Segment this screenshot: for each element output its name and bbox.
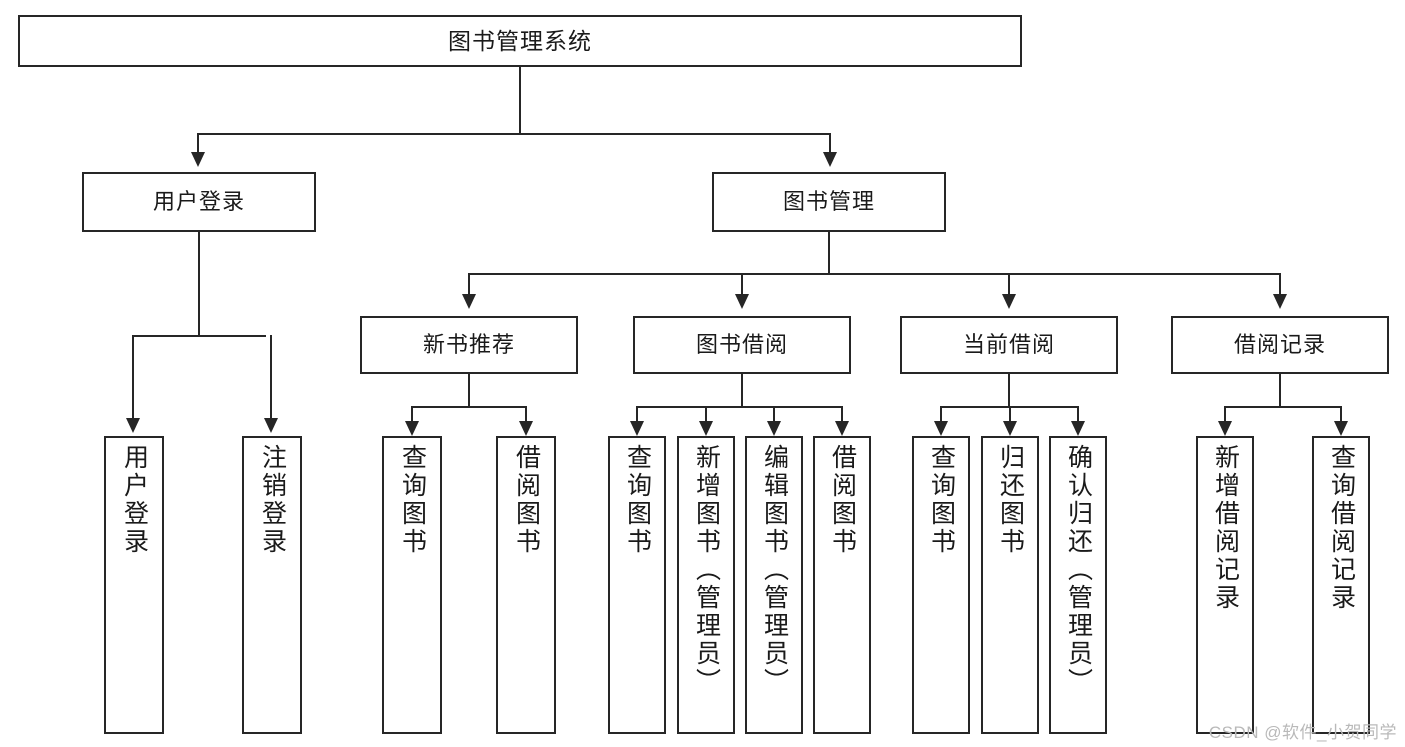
edge-bookmgmt-to-current [1008,273,1010,295]
edge-borrow-stem [741,374,743,407]
node-label: 编辑图书（管理员） [760,444,789,696]
node-current-borrow[interactable]: 当前借阅 [900,316,1118,374]
leaf-return-book[interactable]: 归还图书 [981,436,1039,734]
edge-current-to-leaf2 [1009,406,1011,422]
arrowhead-bookmgmt-to-borrow [735,294,749,309]
node-new-book-recommend[interactable]: 新书推荐 [360,316,578,374]
edge-current-to-leaf3 [1077,406,1079,422]
arrowhead-record-to-leaf1 [1218,421,1232,436]
node-label: 借阅记录 [1233,332,1326,358]
leaf-confirm-return-admin[interactable]: 确认归还（管理员） [1049,436,1107,734]
node-root-system[interactable]: 图书管理系统 [18,15,1022,67]
arrowhead-bookmgmt-to-current [1002,294,1016,309]
edge-bookmgmt-to-record [1279,273,1281,295]
edge-root-to-login [197,133,199,153]
edge-record-bus [1224,406,1341,408]
node-book-borrow[interactable]: 图书借阅 [633,316,851,374]
arrowhead-borrow-to-leaf4 [835,421,849,436]
edge-login-bus [132,335,266,337]
node-borrow-record[interactable]: 借阅记录 [1171,316,1389,374]
arrowhead-bookmgmt-to-new [462,294,476,309]
leaf-add-borrow-record[interactable]: 新增借阅记录 [1196,436,1254,734]
node-label: 确认归还（管理员） [1064,444,1093,696]
edge-bookmgmt-to-new [468,273,470,295]
leaf-query-book-recommend[interactable]: 查询图书 [382,436,442,734]
node-label: 新增图书（管理员） [692,444,721,696]
edge-borrow-to-leaf2 [705,406,707,422]
node-label: 查询图书 [623,444,652,556]
node-label: 注销登录 [258,444,287,556]
node-label: 新增借阅记录 [1211,444,1240,612]
node-label: 查询图书 [927,444,956,556]
edge-bookmgmt-bus [468,273,1280,275]
edge-recommend-bus [411,406,527,408]
edge-record-to-leaf1 [1224,406,1226,422]
edge-recommend-to-leaf2 [525,406,527,422]
leaf-user-login[interactable]: 用户登录 [104,436,164,734]
arrowhead-recommend-to-leaf2 [519,421,533,436]
node-label: 图书借阅 [695,332,788,358]
node-label: 借阅图书 [828,444,857,556]
edge-current-to-leaf1 [940,406,942,422]
edge-borrow-bus [636,406,843,408]
arrowhead-root-to-bookmgmt [823,152,837,167]
leaf-query-book-borrow[interactable]: 查询图书 [608,436,666,734]
edge-root-stem [519,67,521,134]
node-book-management[interactable]: 图书管理 [712,172,946,232]
edge-login-to-leaf2 [270,335,272,419]
arrowhead-record-to-leaf2 [1334,421,1348,436]
arrowhead-current-to-leaf3 [1071,421,1085,436]
node-label: 用户登录 [120,444,149,556]
arrowhead-current-to-leaf1 [934,421,948,436]
edge-record-to-leaf2 [1340,406,1342,422]
csdn-watermark: CSDN @软件_小贺同学 [1208,723,1397,742]
edge-borrow-to-leaf1 [636,406,638,422]
arrowhead-bookmgmt-to-record [1273,294,1287,309]
arrowhead-login-to-leaf1 [126,418,140,433]
node-label: 查询借阅记录 [1327,444,1356,612]
leaf-query-borrow-record[interactable]: 查询借阅记录 [1312,436,1370,734]
node-label: 图书管理 [782,189,875,215]
edge-current-stem [1008,374,1010,407]
leaf-add-book-admin[interactable]: 新增图书（管理员） [677,436,735,734]
arrowhead-borrow-to-leaf2 [699,421,713,436]
edge-root-to-bookmgmt [829,133,831,153]
node-label: 当前借阅 [962,332,1055,358]
node-user-login[interactable]: 用户登录 [82,172,316,232]
arrowhead-borrow-to-leaf1 [630,421,644,436]
edge-recommend-to-leaf1 [411,406,413,422]
leaf-logout[interactable]: 注销登录 [242,436,302,734]
node-label: 借阅图书 [512,444,541,556]
node-label: 归还图书 [996,444,1025,556]
leaf-borrow-book[interactable]: 借阅图书 [813,436,871,734]
edge-record-stem [1279,374,1281,407]
edge-recommend-stem [468,374,470,407]
edge-login-to-leaf1 [132,335,134,419]
arrowhead-borrow-to-leaf3 [767,421,781,436]
node-label: 图书管理系统 [448,27,592,54]
leaf-edit-book-admin[interactable]: 编辑图书（管理员） [745,436,803,734]
edge-bookmgmt-stem [828,232,830,274]
edge-root-bus [197,133,831,135]
arrowhead-recommend-to-leaf1 [405,421,419,436]
edge-borrow-to-leaf3 [773,406,775,422]
edge-borrow-to-leaf4 [841,406,843,422]
edge-login-stem [198,232,200,336]
arrowhead-login-to-leaf2 [264,418,278,433]
arrowhead-current-to-leaf2 [1003,421,1017,436]
node-label: 新书推荐 [422,332,515,358]
arrowhead-root-to-login [191,152,205,167]
leaf-borrow-book-recommend[interactable]: 借阅图书 [496,436,556,734]
node-label: 查询图书 [398,444,427,556]
leaf-query-book-current[interactable]: 查询图书 [912,436,970,734]
node-label: 用户登录 [152,189,245,215]
edge-bookmgmt-to-borrow [741,273,743,295]
